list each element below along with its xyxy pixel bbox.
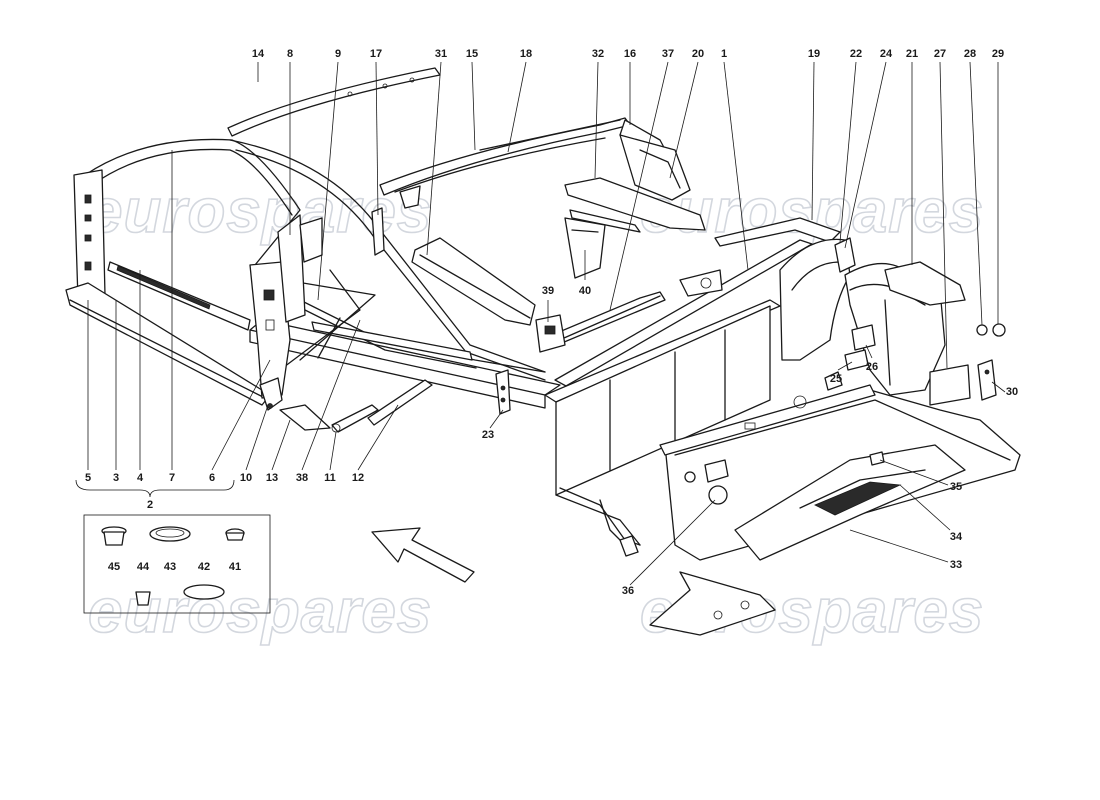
callout-35: 35 xyxy=(950,481,962,493)
watermark-bottom-left: eurospares xyxy=(88,577,432,646)
group-bracket-2 xyxy=(75,479,235,498)
callout-30: 30 xyxy=(1006,386,1018,398)
callout-14: 14 xyxy=(252,48,265,60)
callout-36: 36 xyxy=(622,585,634,597)
callout-4: 4 xyxy=(137,472,144,484)
callout-25: 25 xyxy=(830,373,842,385)
rear-floor-pan xyxy=(649,371,1021,636)
callout-45: 45 xyxy=(108,561,120,573)
callout-23: 23 xyxy=(482,429,494,441)
callout-32: 32 xyxy=(592,48,604,60)
callout-17: 17 xyxy=(370,48,382,60)
callout-12: 12 xyxy=(352,472,364,484)
callout-2: 2 xyxy=(147,499,153,511)
callout-43: 43 xyxy=(164,561,176,573)
callout-5: 5 xyxy=(85,472,91,484)
callout-29: 29 xyxy=(992,48,1004,60)
callout-labels: 14 8 9 17 31 15 18 32 16 37 20 1 19 22 2… xyxy=(85,48,1018,597)
callout-28: 28 xyxy=(964,48,976,60)
callout-41: 41 xyxy=(229,561,241,573)
watermark-group: eurospares eurospares eurospares eurospa… xyxy=(87,176,984,647)
callout-44: 44 xyxy=(137,561,150,573)
callout-3: 3 xyxy=(113,472,119,484)
callout-20: 20 xyxy=(692,48,704,60)
callout-33: 33 xyxy=(950,559,962,571)
callout-11: 11 xyxy=(324,472,336,484)
callout-21: 21 xyxy=(906,48,918,60)
callout-19: 19 xyxy=(808,48,820,60)
leader-lines xyxy=(87,61,1006,586)
callout-26: 26 xyxy=(866,361,878,373)
callout-38: 38 xyxy=(296,472,308,484)
callout-7: 7 xyxy=(169,472,175,484)
left-side-structure xyxy=(65,138,306,411)
right-rear-structure xyxy=(714,217,1006,406)
callout-37: 37 xyxy=(662,48,674,60)
plugs-inset-box xyxy=(83,514,271,614)
roof-rails xyxy=(227,67,723,353)
callout-42: 42 xyxy=(198,561,210,573)
callout-8: 8 xyxy=(287,48,293,60)
callout-27: 27 xyxy=(934,48,946,60)
callout-39: 39 xyxy=(542,285,554,297)
callout-31: 31 xyxy=(435,48,447,60)
callout-34: 34 xyxy=(950,531,963,543)
callout-13: 13 xyxy=(266,472,278,484)
callout-10: 10 xyxy=(240,472,252,484)
callout-40: 40 xyxy=(579,285,591,297)
small-brackets xyxy=(279,369,511,433)
callout-24: 24 xyxy=(880,48,893,60)
callout-16: 16 xyxy=(624,48,636,60)
callout-1: 1 xyxy=(721,48,727,60)
callout-18: 18 xyxy=(520,48,532,60)
callout-9: 9 xyxy=(335,48,341,60)
direction-arrow xyxy=(371,527,475,583)
callout-6: 6 xyxy=(209,472,215,484)
callout-15: 15 xyxy=(466,48,478,60)
callout-22: 22 xyxy=(850,48,862,60)
